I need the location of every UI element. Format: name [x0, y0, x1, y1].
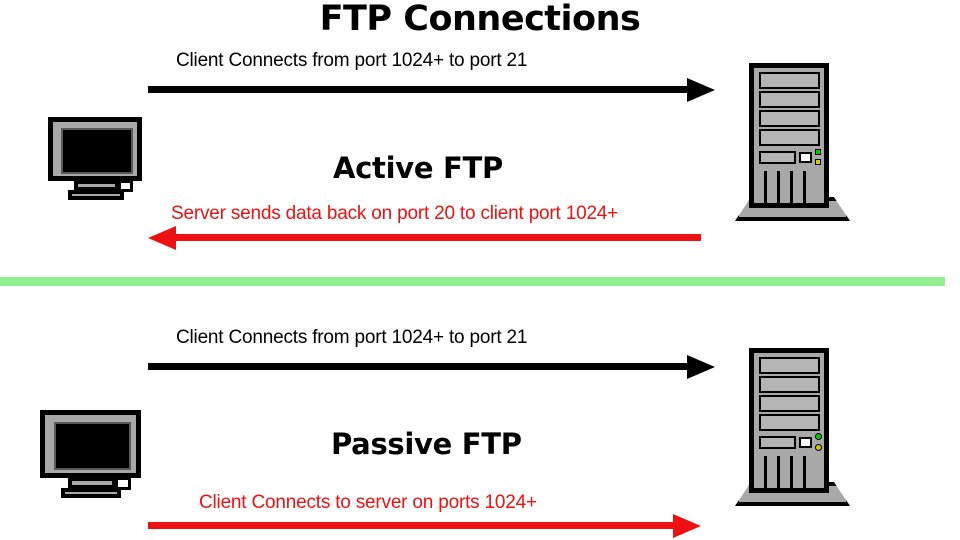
server-led-yellow — [815, 444, 822, 451]
server-drive-bay — [759, 72, 820, 89]
server-vent-slot — [764, 171, 767, 203]
active-ftp-heading: Active FTP — [333, 151, 503, 185]
server-vent-slot — [790, 456, 793, 488]
server-vent-slot — [764, 456, 767, 488]
arrow-shaft — [176, 234, 701, 241]
server-floppy-bay — [759, 436, 796, 449]
server-led-green — [815, 149, 821, 155]
page-title: FTP Connections — [319, 0, 641, 39]
server-led-green — [815, 433, 822, 440]
server-vent-slot — [803, 171, 806, 203]
monitor-screen — [61, 128, 133, 174]
arrow-head-right-icon — [687, 78, 715, 102]
server-drive-bay — [759, 357, 820, 374]
section-divider — [0, 277, 945, 286]
server-drive-bay — [759, 395, 820, 412]
active-control-arrow — [148, 78, 715, 102]
active-data-arrow — [148, 226, 701, 250]
server-drive-bay — [759, 129, 820, 146]
passive-server-tower — [735, 348, 850, 506]
arrow-head-right-icon — [687, 355, 715, 379]
monitor-power-button — [118, 180, 133, 192]
monitor-screen — [54, 422, 131, 470]
server-drive-bay — [759, 110, 820, 127]
server-power-button — [799, 152, 812, 163]
server-vent-slot — [790, 171, 793, 203]
arrow-shaft — [148, 363, 687, 370]
server-drive-bay — [759, 414, 820, 431]
passive-data-caption: Client Connects to server on ports 1024+ — [199, 492, 537, 513]
active-client-computer — [48, 117, 142, 200]
passive-control-arrow — [148, 355, 715, 379]
monitor-power-button — [115, 477, 131, 490]
passive-data-arrow — [148, 514, 701, 538]
active-control-caption: Client Connects from port 1024+ to port … — [176, 50, 528, 71]
passive-control-caption: Client Connects from port 1024+ to port … — [176, 327, 528, 348]
monitor-base — [61, 488, 121, 498]
server-vent-slot — [777, 456, 780, 488]
arrow-head-right-icon — [673, 514, 701, 538]
server-drive-bay — [759, 91, 820, 108]
arrow-shaft — [148, 522, 673, 529]
server-floppy-bay — [759, 151, 796, 164]
active-server-tower — [735, 63, 850, 221]
passive-client-computer — [40, 410, 141, 498]
monitor-base — [68, 190, 124, 200]
active-data-caption: Server sends data back on port 20 to cli… — [171, 203, 619, 224]
server-power-button — [799, 437, 812, 448]
server-vent-slot — [803, 456, 806, 488]
passive-ftp-heading: Passive FTP — [331, 427, 522, 461]
server-led-yellow — [815, 159, 821, 165]
arrow-shaft — [148, 86, 687, 93]
arrow-head-left-icon — [148, 226, 176, 250]
monitor-neck — [68, 477, 116, 489]
monitor-neck — [74, 180, 119, 191]
server-drive-bay — [759, 376, 820, 393]
server-vent-slot — [777, 171, 780, 203]
